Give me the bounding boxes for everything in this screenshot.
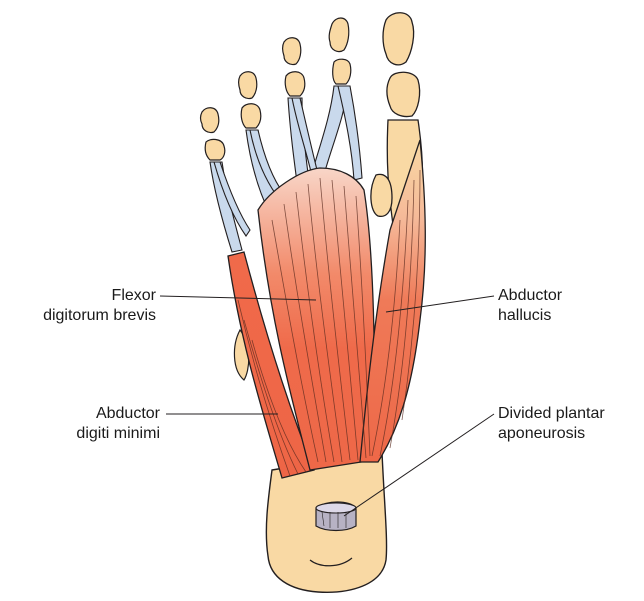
label-abductor-hallucis: Abductor hallucis xyxy=(498,286,638,326)
label-abductor-hallucis-line1: Abductor xyxy=(498,286,638,306)
label-abductor-minimi-line2: digiti minimi xyxy=(0,424,160,444)
label-flexor-line1: Flexor xyxy=(0,286,156,306)
label-flexor-line2: digitorum brevis xyxy=(0,306,156,326)
label-flexor-digitorum-brevis: Flexor digitorum brevis xyxy=(0,286,156,326)
label-abductor-hallucis-line2: hallucis xyxy=(498,306,638,326)
label-abductor-digiti-minimi: Abductor digiti minimi xyxy=(0,404,160,444)
plantar-aponeurosis-stump xyxy=(316,502,356,531)
label-divided-plantar-aponeurosis: Divided plantar aponeurosis xyxy=(498,404,640,444)
label-abductor-minimi-line1: Abductor xyxy=(0,404,160,424)
label-plantar-line1: Divided plantar xyxy=(498,404,640,424)
label-plantar-line2: aponeurosis xyxy=(498,424,640,444)
